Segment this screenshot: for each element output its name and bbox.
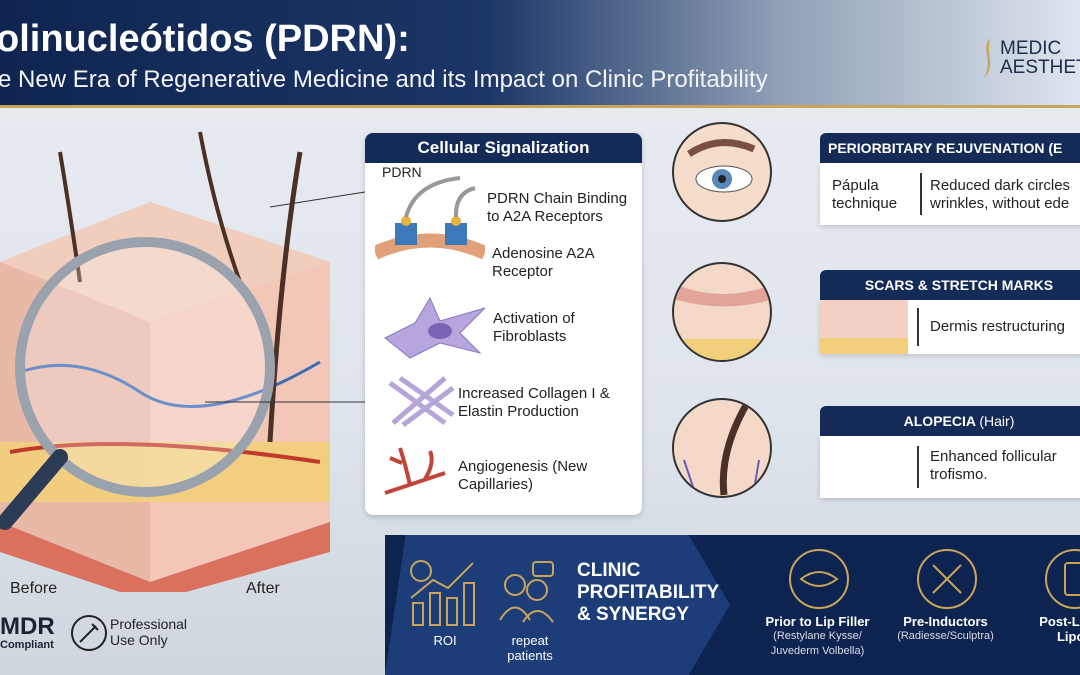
header: olinucleótidos (PDRN): e New Era of Rege… (0, 0, 1080, 108)
mdr-text: MDR (0, 613, 55, 640)
alopecia-result: Enhanced follicular trofismo. (930, 448, 1057, 483)
dna-receptor-icon (375, 176, 485, 260)
eye-illustration (672, 122, 772, 222)
synergy-post-lemon: Post-LemeLipol (1010, 614, 1080, 644)
after-label: After (246, 580, 280, 597)
collagen-label: Increased Collagen I & Elastin Productio… (458, 385, 610, 420)
alopecia-suffix: (Hair) (979, 413, 1015, 429)
magnifier-icon (15, 237, 275, 497)
hair-follicle-illustration (672, 398, 772, 498)
scars-result: Dermis restructuring (930, 318, 1066, 335)
page-subtitle: e New Era of Regenerative Medicine and i… (0, 66, 768, 93)
synergy-sub: (Radiesse/Sculptra) (897, 630, 994, 642)
alopecia-card: Enhanced follicular trofismo. (820, 436, 1080, 498)
lips-icon (789, 549, 849, 609)
card-title: Cellular Signalization (365, 133, 642, 163)
professional-use-label: Professional Use Only (110, 616, 188, 648)
alopecia-title-text: ALOPECIA (903, 413, 976, 429)
mdr-badge: MDR Compliant (0, 613, 55, 652)
pdrn-label: PDRN (382, 164, 422, 180)
repeat-patients-label: repeat patients (507, 633, 553, 663)
scars-title: SCARS & STRETCH MARKS (820, 270, 1080, 300)
synergy-lip-filler: Prior to Lip Filler(Restylane Kysse/ Juv… (755, 614, 880, 659)
cellular-signalization-card: Cellular Signalization PDRN PDRN Chain B… (365, 133, 642, 515)
synergy-pre-inductors: Pre-Inductors(Radiesse/Sculptra) (883, 614, 1008, 644)
logo-line1: MEDIC (1000, 38, 1062, 59)
before-label: Before (10, 580, 58, 597)
roi-label: ROI (433, 633, 457, 648)
synergy-label: Prior to Lip Filler (765, 614, 870, 629)
collagen-icon (388, 375, 455, 428)
periorbitary-result: Reduced dark circles wrinkles, without e… (930, 177, 1071, 212)
vial-icon (1045, 549, 1080, 609)
synergy-sub: (Restylane Kysse/ Juvederm Volbella) (770, 630, 865, 657)
fibroblast-icon (384, 296, 486, 359)
roi-chart-icon (410, 560, 475, 626)
synergy-sub: Lipol (1056, 629, 1080, 644)
profitability-title: CLINIC PROFITABILITY & SYNERGY (577, 560, 719, 625)
synergy-label: Pre-Inductors (903, 614, 988, 629)
flame-logo-icon (984, 38, 991, 78)
patients-icon (499, 561, 554, 623)
syringe-icon (71, 615, 107, 651)
page-title: olinucleótidos (PDRN): (0, 18, 410, 60)
fibroblast-label: Activation of Fibroblasts (493, 310, 575, 345)
binding-label: PDRN Chain Binding to A2A Receptors (487, 190, 628, 225)
skin-cross-section-illustration (0, 131, 366, 592)
periorbitary-card: Pápula technique Reduced dark circles wr… (820, 163, 1080, 225)
logo-line2: AESTHET (1000, 57, 1080, 78)
scars-card: Dermis restructuring (820, 300, 1080, 354)
receptor-label: Adenosine A2A Receptor (492, 245, 594, 280)
syringe-icon (917, 549, 977, 609)
mdr-sub: Compliant (0, 639, 54, 651)
technique-label: Pápula technique (832, 177, 898, 212)
capillary-icon (384, 447, 446, 495)
profitability-panel (385, 535, 730, 675)
angiogenesis-label: Angiogenesis (New Capillaries) (458, 458, 588, 493)
periorbitary-title: PERIORBITARY REJUVENATION (E (820, 133, 1080, 163)
scar-illustration (672, 262, 772, 362)
synergy-label: Post-Leme (1039, 614, 1080, 629)
alopecia-title: ALOPECIA (Hair) (820, 406, 1080, 436)
